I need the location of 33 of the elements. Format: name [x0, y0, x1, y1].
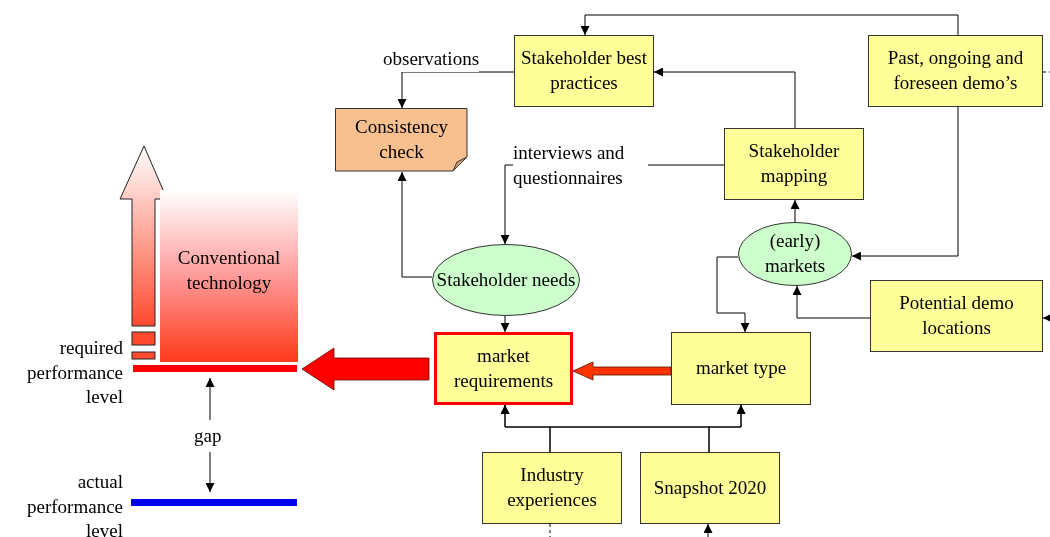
block-arrow	[301, 347, 430, 391]
ellipse-node: Stakeholder needs	[432, 244, 580, 316]
performance-bar	[131, 499, 297, 506]
arrow	[708, 404, 746, 453]
dashed-line	[549, 523, 551, 537]
arrow	[851, 106, 959, 261]
process-box: Industry experiences	[482, 452, 622, 524]
arrow	[716, 256, 750, 333]
process-box: market type	[671, 332, 811, 405]
bar-label: required performance level	[26, 336, 123, 410]
process-box: Stakeholder best practices	[514, 35, 654, 107]
block-arrow	[572, 361, 672, 381]
note-box: Consistency check	[335, 108, 468, 172]
process-box: Snapshot 2020	[640, 452, 780, 524]
arrow	[703, 523, 713, 537]
bar-label: actual performance level	[26, 470, 123, 537]
arrow	[580, 14, 959, 36]
arrow	[790, 199, 800, 223]
process-box: Past, ongoing and foreseen demo’s	[868, 35, 1043, 107]
arrow	[653, 67, 796, 129]
arrow	[397, 71, 515, 109]
arrow	[792, 285, 871, 319]
arrow	[500, 315, 510, 333]
ellipse-node: (early) markets	[738, 222, 852, 286]
arrow	[397, 171, 433, 278]
performance-bar	[133, 365, 297, 372]
arrow	[1042, 313, 1050, 323]
gap-label: gap	[194, 424, 222, 448]
process-box: Potential demo locations	[870, 280, 1043, 352]
highlighted-box: market requirements	[434, 332, 573, 405]
dashed-line	[1042, 71, 1050, 73]
gradient-block: Conventional technology	[160, 190, 298, 362]
process-box: Stakeholder mapping	[724, 128, 864, 200]
